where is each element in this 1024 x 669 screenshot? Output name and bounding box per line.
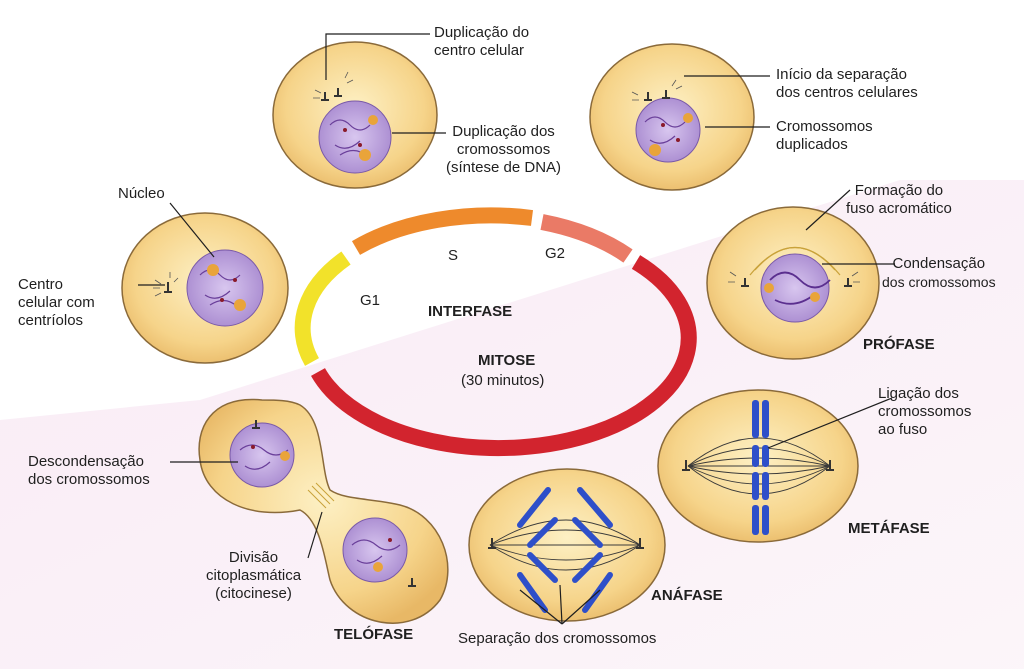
mitosis-segment xyxy=(311,255,697,457)
label-line: Duplicação do xyxy=(434,24,530,41)
centriole-icon xyxy=(252,420,416,587)
label-descondensacao: Descondensação dos cromossomos xyxy=(28,453,150,489)
label-line: cromossomos xyxy=(456,141,551,158)
label-line: celular com xyxy=(18,294,95,311)
centriole-icon xyxy=(741,278,852,287)
g1-label: G1 xyxy=(360,292,381,309)
label-line: (citocinese) xyxy=(215,585,292,602)
label-line: dos centros celulares xyxy=(776,84,918,101)
s-segment xyxy=(351,207,534,255)
centriole-icon xyxy=(682,460,834,471)
label-formacao-fuso: Formação do fuso acromático xyxy=(846,182,952,218)
label-line: centríolos xyxy=(18,312,84,329)
label-line: Formação do xyxy=(854,182,944,199)
interfase-label: INTERFASE xyxy=(428,303,513,320)
label-line: Condensação xyxy=(892,255,986,272)
cell-telophase xyxy=(198,398,449,624)
cell-metaphase xyxy=(657,389,859,543)
label-line: Início da separação xyxy=(776,66,907,83)
label-line: fuso acromático xyxy=(846,200,952,217)
label-line: dos cromossomos xyxy=(28,471,150,488)
label-line: centro celular xyxy=(434,42,525,59)
label-line: cromossomos xyxy=(878,403,972,420)
label-line: duplicados xyxy=(776,136,848,153)
label-line: Descondensação xyxy=(28,453,144,470)
label-inicio-separacao: Início da separação dos centros celulare… xyxy=(776,66,918,102)
label-line: Divisão xyxy=(228,549,279,566)
mitose-label: MITOSE xyxy=(478,352,536,369)
cell-interphase-g1 xyxy=(121,212,289,364)
centriole-icon xyxy=(488,538,644,549)
metafase-label: METÁFASE xyxy=(848,520,930,537)
label-centro-celular: Centro celular com centríolos xyxy=(18,276,95,330)
label-cromossomos-duplicados: Cromossomos duplicados xyxy=(776,118,873,154)
g2-label: G2 xyxy=(545,245,566,262)
label-condensacao: Condensação dos cromossomos xyxy=(882,255,996,291)
telofase-label: TELÓFASE xyxy=(334,626,414,643)
label-line: ao fuso xyxy=(878,421,928,438)
label-duplicacao-cromossomos: Duplicação dos cromossomos (síntese de D… xyxy=(446,123,561,177)
label-line: (síntese de DNA) xyxy=(446,159,562,176)
label-ligacao: Ligação dos cromossomos ao fuso xyxy=(878,385,971,439)
label-nucleo: Núcleo xyxy=(118,185,165,202)
anafase-label: ANÁFASE xyxy=(651,587,723,604)
label-line: citoplasmática xyxy=(206,567,302,584)
cell-anaphase xyxy=(468,468,666,622)
label-line: Ligação dos xyxy=(878,385,959,402)
centriole-icon xyxy=(164,282,172,293)
label-separacao: Separação dos cromossomos xyxy=(458,630,657,647)
metaphase-chromosomes xyxy=(752,400,769,535)
cell-prophase xyxy=(706,206,880,360)
centriole-icon xyxy=(321,88,342,101)
profase-label: PRÓFASE xyxy=(863,336,935,353)
cell-interphase-g2 xyxy=(589,43,755,191)
label-divisao: Divisão citoplasmática (citocinese) xyxy=(206,549,301,603)
label-line: Duplicação dos xyxy=(452,123,555,140)
duration-label: (30 minutos) xyxy=(461,372,545,389)
cell-cycle-ring xyxy=(294,207,697,457)
leader-lines xyxy=(138,33,895,625)
label-line: dos cromossomos xyxy=(882,274,996,290)
g1-segment xyxy=(294,251,351,366)
label-duplicacao-centro: Duplicação do centro celular xyxy=(434,24,529,60)
g2-segment xyxy=(540,214,633,263)
anaphase-chromosomes xyxy=(517,487,613,613)
cell-interphase-s xyxy=(272,41,438,189)
centriole-icon xyxy=(644,90,670,101)
label-line: Cromossomos xyxy=(776,118,873,135)
label-line: Centro xyxy=(18,276,64,293)
s-label: S xyxy=(448,247,459,264)
